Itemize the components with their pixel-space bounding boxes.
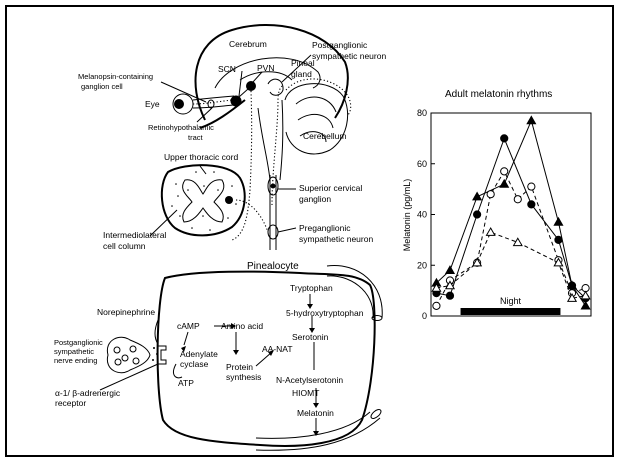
data-point [474, 211, 481, 218]
label-iml-2: cell column [103, 241, 146, 251]
label-postganglionic-2: sympathetic neuron [312, 51, 386, 61]
label-adenylate-1: Adenylate [180, 349, 218, 359]
label-camp: cAMP [177, 321, 200, 331]
y-tick-label: 60 [417, 159, 427, 169]
label-receptor-2: receptor [55, 398, 86, 408]
scg-cell [271, 184, 276, 189]
nerve-ending-bulb [107, 337, 150, 372]
label-atp: ATP [178, 378, 194, 388]
label-nerve-ending-1: Postganglionic [54, 338, 103, 347]
data-point [446, 292, 453, 299]
label-melanopsin-1: Melanopsin-containing [78, 72, 153, 81]
label-upper-thoracic-cord: Upper thoracic cord [164, 152, 238, 162]
chart-series-group [432, 116, 590, 309]
y-tick-label: 40 [417, 210, 427, 220]
label-scg-2: ganglion [299, 194, 331, 204]
y-tick-label: 20 [417, 260, 427, 270]
y-tick-label: 0 [422, 311, 427, 321]
label-rht-1: Retinohypothalamic [148, 123, 214, 132]
pinealocyte-diagram: Pinealocyte Norepinephrine Postganglioni… [54, 261, 383, 450]
data-point [446, 266, 454, 273]
label-protein-1: Protein [226, 362, 253, 372]
label-hiomt: HIOMT [292, 388, 319, 398]
label-adenylate-2: cyclase [180, 359, 209, 369]
label-n-acetylserotonin: N-Acetylserotonin [276, 375, 343, 385]
data-point [501, 135, 508, 142]
data-point [500, 180, 508, 187]
label-pinealocyte: Pinealocyte [247, 261, 299, 272]
label-receptor-1: α-1/ β-adrenergic [55, 388, 121, 398]
intermediolateral-cell [225, 196, 233, 204]
data-point [555, 236, 562, 243]
label-cerebrum: Cerebrum [229, 39, 267, 49]
label-5htp: 5-hydroxytryptophan [286, 308, 364, 318]
data-point [486, 228, 494, 235]
night-bar [461, 308, 561, 315]
receptor-leader [100, 364, 158, 390]
capillary-bottom-end [369, 408, 382, 420]
data-point [527, 116, 535, 123]
data-point [514, 196, 521, 203]
data-point [528, 183, 535, 190]
eye-pupil [174, 99, 184, 109]
synaptic-vesicles [114, 346, 139, 365]
label-serotonin: Serotonin [292, 332, 329, 342]
label-cerebellum: Cerebellum [303, 131, 346, 141]
chart-y-axis: 0 20 40 60 80 [417, 108, 435, 321]
adrenergic-receptor [158, 346, 166, 364]
label-tryptophan: Tryptophan [290, 283, 333, 293]
melatonin-chart: Adult melatonin rhythms Melatonin (pg/mL… [402, 89, 591, 321]
label-melanopsin-2: ganglion cell [81, 82, 123, 91]
label-protein-2: synthesis [226, 372, 261, 382]
series-line [436, 121, 585, 306]
label-postganglionic-1: Postganglionic [312, 40, 368, 50]
label-norepinephrine: Norepinephrine [97, 307, 155, 317]
label-nerve-ending-2: sympathetic [54, 347, 94, 356]
night-label: Night [500, 296, 522, 306]
label-preganglionic-1: Preganglionic [299, 223, 351, 233]
label-preganglionic-2: sympathetic neuron [299, 234, 373, 244]
label-pineal-gland-2: gland [291, 69, 312, 79]
brain-diagram: Cerebrum Pineal gland Postganglionic sym… [78, 25, 386, 251]
label-eye: Eye [145, 99, 160, 109]
pineal-gland-shape [268, 79, 283, 95]
label-iml-1: Intermediolateral [103, 230, 166, 240]
label-scn: SCN [218, 64, 236, 74]
y-tick-label: 80 [417, 108, 427, 118]
brainstem [258, 100, 283, 180]
label-nerve-ending-3: nerve ending [54, 356, 97, 365]
data-point [528, 201, 535, 208]
label-aa-nat: AA-NAT [262, 344, 293, 354]
chart-plot-area [431, 113, 591, 316]
chart-ylabel: Melatonin (pg/mL) [402, 179, 412, 252]
scn-pvn-link [239, 89, 248, 97]
data-point [487, 191, 494, 198]
label-scg-1: Superior cervical [299, 183, 362, 193]
label-pvn: PVN [257, 63, 274, 73]
data-point [501, 168, 508, 175]
chart-title: Adult melatonin rhythms [445, 89, 552, 100]
data-point [433, 302, 440, 309]
series-open-circle [433, 168, 589, 310]
leader-lines [150, 55, 311, 236]
scn-nucleus [231, 96, 242, 107]
descending-pathway [232, 91, 252, 240]
data-point [554, 218, 562, 225]
series-line [436, 171, 585, 305]
label-amino-acid: Amino acid [221, 321, 263, 331]
night-bar-group: Night [461, 296, 561, 315]
data-point [581, 302, 589, 309]
label-melatonin: Melatonin [297, 408, 334, 418]
cerebellum-shape [285, 84, 348, 154]
data-point [514, 238, 522, 245]
data-point [473, 193, 481, 200]
label-rht-2: tract [188, 133, 204, 142]
